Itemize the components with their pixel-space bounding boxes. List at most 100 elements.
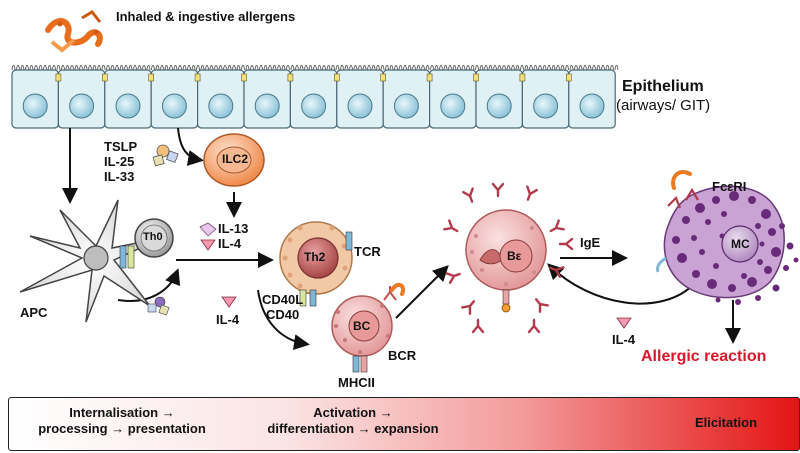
mast-cell-granule <box>757 259 763 265</box>
arrow-th2-to-bc <box>257 289 310 351</box>
th2-label: Th2 <box>304 250 326 264</box>
stage-activation: Activation → differentiation → expansion <box>267 405 439 437</box>
epithelial-nucleus <box>69 93 95 119</box>
mast-cell <box>656 169 799 305</box>
mast-cell-granule <box>741 273 747 279</box>
mast-cell-granule <box>761 209 771 219</box>
fc-receptor-label: FcεRI <box>712 179 747 194</box>
th0-label: Th0 <box>143 231 163 243</box>
mast-cell-granule <box>691 235 697 241</box>
allergens-label: Inhaled & ingestive allergens <box>116 9 296 24</box>
ige-antibody-icon <box>558 237 574 251</box>
epithelial-nucleus <box>301 93 327 119</box>
epithelial-nucleus <box>533 93 559 119</box>
epithelial-nucleus <box>347 93 373 119</box>
mast-cell-granule <box>755 223 761 229</box>
mast-cell-granule <box>713 263 719 269</box>
bcr-label: BCR <box>388 348 417 363</box>
tight-junction <box>380 73 387 82</box>
b-epsilon-label: Bε <box>507 249 522 263</box>
bc-label: BC <box>353 319 371 333</box>
released-granule <box>772 284 780 292</box>
ilc2-cell <box>203 133 265 187</box>
ilc2-label: ILC2 <box>222 152 249 166</box>
ige-antibodies <box>443 182 574 334</box>
ige-antibody-icon <box>526 185 538 201</box>
mc-label: MC <box>731 237 750 251</box>
released-granule <box>786 242 794 250</box>
il4-left-label: IL-4 <box>216 312 240 327</box>
ige-antibody-icon <box>534 298 549 314</box>
epithelial-nucleus <box>254 93 280 119</box>
mast-cell-granule <box>699 249 705 255</box>
mast-cell-granule <box>748 196 756 204</box>
epithelium-sub-label: (airways/ GIT) <box>616 97 711 114</box>
mhcii-label: MHCII <box>338 375 375 390</box>
released-granule <box>779 223 785 229</box>
ige-antibody-icon <box>549 219 565 233</box>
arrow-epi-to-ilc2 <box>177 127 204 166</box>
tight-junction <box>102 73 108 82</box>
allergen-protein-icon <box>45 10 103 53</box>
il13-il4-label: IL-13 IL-4 <box>218 221 249 251</box>
arrows <box>62 127 741 351</box>
tight-junction <box>426 73 433 82</box>
microvilli <box>11 65 619 71</box>
ige-antibody-icon <box>461 300 476 316</box>
il13-il4-icon <box>199 222 217 251</box>
mast-cell-granule <box>695 203 705 213</box>
mast-cell-granule <box>764 266 772 274</box>
mast-cell-granule <box>692 270 700 278</box>
mast-cell-granule <box>712 196 720 204</box>
stage-elicitation: Elicitation <box>694 415 758 430</box>
arrow-bc-to-be <box>395 265 449 319</box>
apc-cell <box>19 199 163 323</box>
mast-cell-granule <box>747 277 757 287</box>
th2-cell <box>279 221 353 307</box>
epithelium-label: Epithelium <box>622 78 704 95</box>
released-granule <box>755 295 761 301</box>
tight-junction <box>473 73 479 82</box>
mast-cell-granule <box>759 241 765 247</box>
ige-antibody-icon <box>443 219 459 233</box>
mast-cell-granule <box>729 191 739 201</box>
mast-cell-granule <box>707 279 717 289</box>
th0-cell <box>119 218 174 316</box>
epithelium-layer <box>11 65 619 129</box>
epithelial-nucleus <box>161 93 187 119</box>
epithelial-cytokines-icon <box>152 144 179 167</box>
cd40l-cd40-label: CD40L CD40 <box>262 292 304 322</box>
mast-cell-granule <box>771 247 781 257</box>
ige-label: IgE <box>580 235 601 250</box>
tcr-label: TCR <box>354 244 381 259</box>
apc-label: APC <box>20 305 48 320</box>
ige-antibody-icon <box>471 318 485 334</box>
mast-cell-granule <box>705 219 711 225</box>
il4-right-label: IL-4 <box>612 332 636 347</box>
tight-junction <box>194 73 201 82</box>
mast-cell-granule <box>721 211 727 217</box>
epithelial-nucleus <box>22 93 48 119</box>
ige-antibody-icon <box>462 187 474 203</box>
ige-antibody-icon <box>549 266 565 278</box>
stage-progression-bar <box>8 397 800 451</box>
released-granule <box>715 297 721 303</box>
ige-antibody-icon <box>445 272 461 284</box>
epithelial-nucleus <box>579 93 605 119</box>
epithelial-nucleus <box>115 93 141 119</box>
il4-right-icon <box>616 317 632 329</box>
arrow-mc-to-be <box>547 263 695 305</box>
epithelial-nucleus <box>208 93 234 119</box>
mast-cell-granule <box>682 216 690 224</box>
stage-internalisation: Internalisation → processing → presentat… <box>38 405 206 437</box>
tight-junction <box>148 73 154 82</box>
tight-junction <box>519 73 526 82</box>
mast-cell-granule <box>677 253 687 263</box>
il4-left-icon <box>221 296 237 308</box>
ige-antibody-icon <box>491 182 505 198</box>
epithelial-nucleus <box>440 93 466 119</box>
epithelial-nucleus <box>393 93 419 119</box>
released-granule <box>793 257 799 263</box>
released-granule <box>783 265 789 271</box>
